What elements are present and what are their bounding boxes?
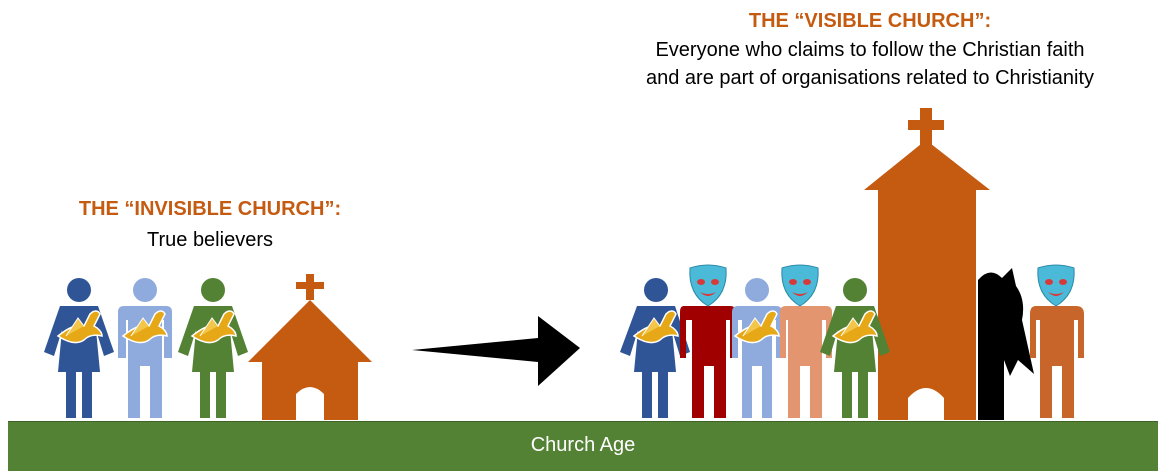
person-dark-blue-woman-icon [44, 278, 114, 418]
invisible-church-heading: THE “INVISIBLE CHURCH”: [78, 198, 342, 220]
visible-church-description: Everyone who claims to follow the Christ… [590, 36, 1150, 92]
person-green-woman-2-icon [820, 278, 890, 418]
church-age-label: Church Age [530, 434, 636, 456]
small-church-icon [248, 274, 372, 420]
church-age-ground-bar: Church Age [8, 421, 1158, 471]
person-salmon-masked-icon [780, 264, 832, 418]
person-green-woman-icon [178, 278, 248, 418]
visible-church-description-line1: Everyone who claims to follow the Christ… [655, 39, 1085, 61]
person-dark-red-masked-icon [680, 264, 736, 418]
arrow-right-icon [412, 316, 580, 386]
big-church-icon [864, 108, 990, 420]
visible-church-heading: THE “VISIBLE CHURCH”: [748, 10, 992, 32]
person-light-blue-man-2-icon [732, 278, 782, 418]
person-dark-blue-woman-2-icon [620, 278, 690, 418]
visible-church-description-line2: and are part of organisations related to… [645, 67, 1095, 89]
person-light-blue-man-icon [118, 278, 172, 418]
devil-icon [978, 268, 1034, 420]
invisible-church-subtitle: True believers [147, 229, 273, 251]
person-orange-masked-icon [1030, 264, 1084, 418]
